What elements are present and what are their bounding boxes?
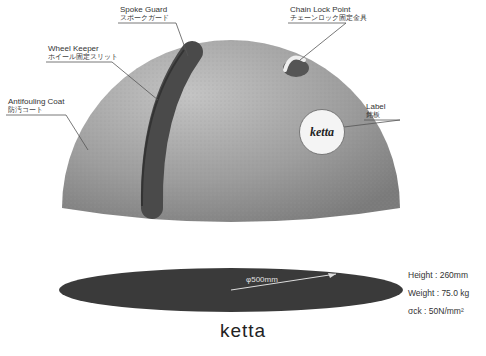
dome-texture	[62, 40, 400, 222]
dimension: φ500mm	[246, 275, 278, 284]
part-name: Spoke Guard	[120, 5, 167, 14]
part-name: Chain Lock Point	[290, 5, 350, 14]
dome-body	[62, 40, 400, 222]
leader-line	[6, 115, 88, 150]
plate-text: ketta	[310, 125, 334, 140]
base-footprint	[59, 268, 403, 312]
part-name-ja: 銘板	[366, 111, 380, 120]
spec-value: σck : 50N/mm²	[408, 307, 464, 316]
part-name-ja: チェーンロック固定金具	[290, 14, 367, 23]
part-name-ja: ホイール固定スリット	[48, 53, 118, 62]
caption: ketta	[220, 320, 266, 342]
part-name-ja: スポークガード	[120, 14, 169, 23]
part-name-ja: 防汚コート	[8, 106, 43, 115]
spec-value: Weight : 75.0 kg	[408, 289, 469, 298]
leader-line	[118, 23, 188, 56]
slot-edge	[142, 50, 184, 206]
spec-value: Height : 260mm	[408, 271, 468, 280]
part-name: Antifouling Coat	[8, 97, 64, 106]
part-name: Wheel Keeper	[48, 44, 99, 53]
arrowhead	[328, 273, 336, 278]
part-name: Label	[366, 102, 386, 111]
leader-line	[336, 120, 400, 128]
label-plate: ketta	[299, 109, 345, 155]
diameter-line	[231, 274, 336, 290]
leader-line	[46, 62, 158, 100]
leader-line	[288, 23, 346, 60]
wheel-slot	[152, 52, 192, 208]
